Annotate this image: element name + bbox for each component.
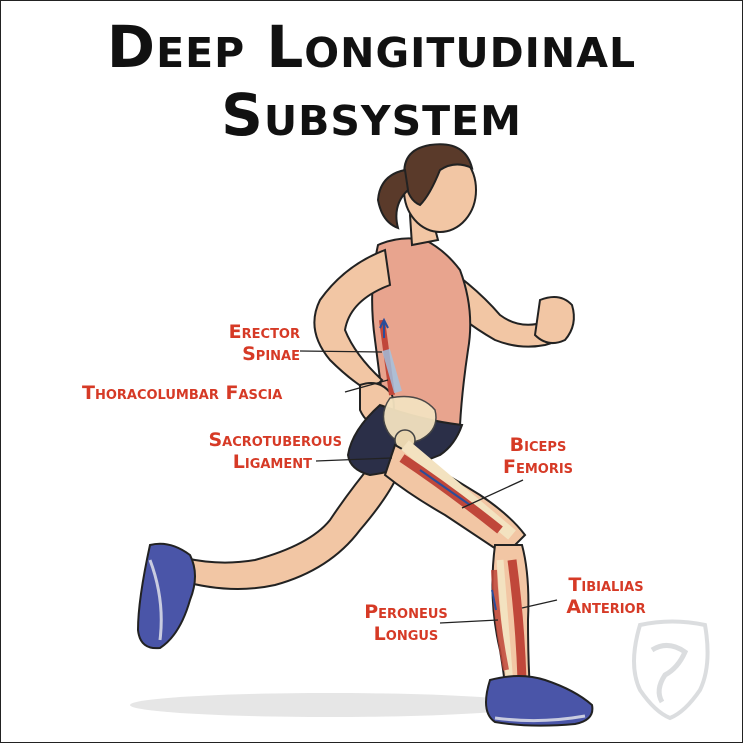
title-line-1: Deep Longitudinal — [106, 13, 637, 81]
label-sacrotuberous-ligament: Sacrotuberous Ligament — [208, 429, 342, 473]
label-tibialis-anterior: Tibialias Anterior — [566, 574, 646, 618]
title-line-2: Subsystem — [221, 81, 522, 149]
label-biceps-femoris: Biceps Femoris — [502, 434, 574, 478]
shield-logo-watermark — [632, 619, 710, 721]
label-erector-spinae: Erector Spinae — [228, 321, 300, 365]
label-thoracolumbar-fascia: Thoracolumbar Fascia — [82, 382, 283, 404]
label-peroneus-longus: Peroneus Longus — [364, 601, 448, 645]
